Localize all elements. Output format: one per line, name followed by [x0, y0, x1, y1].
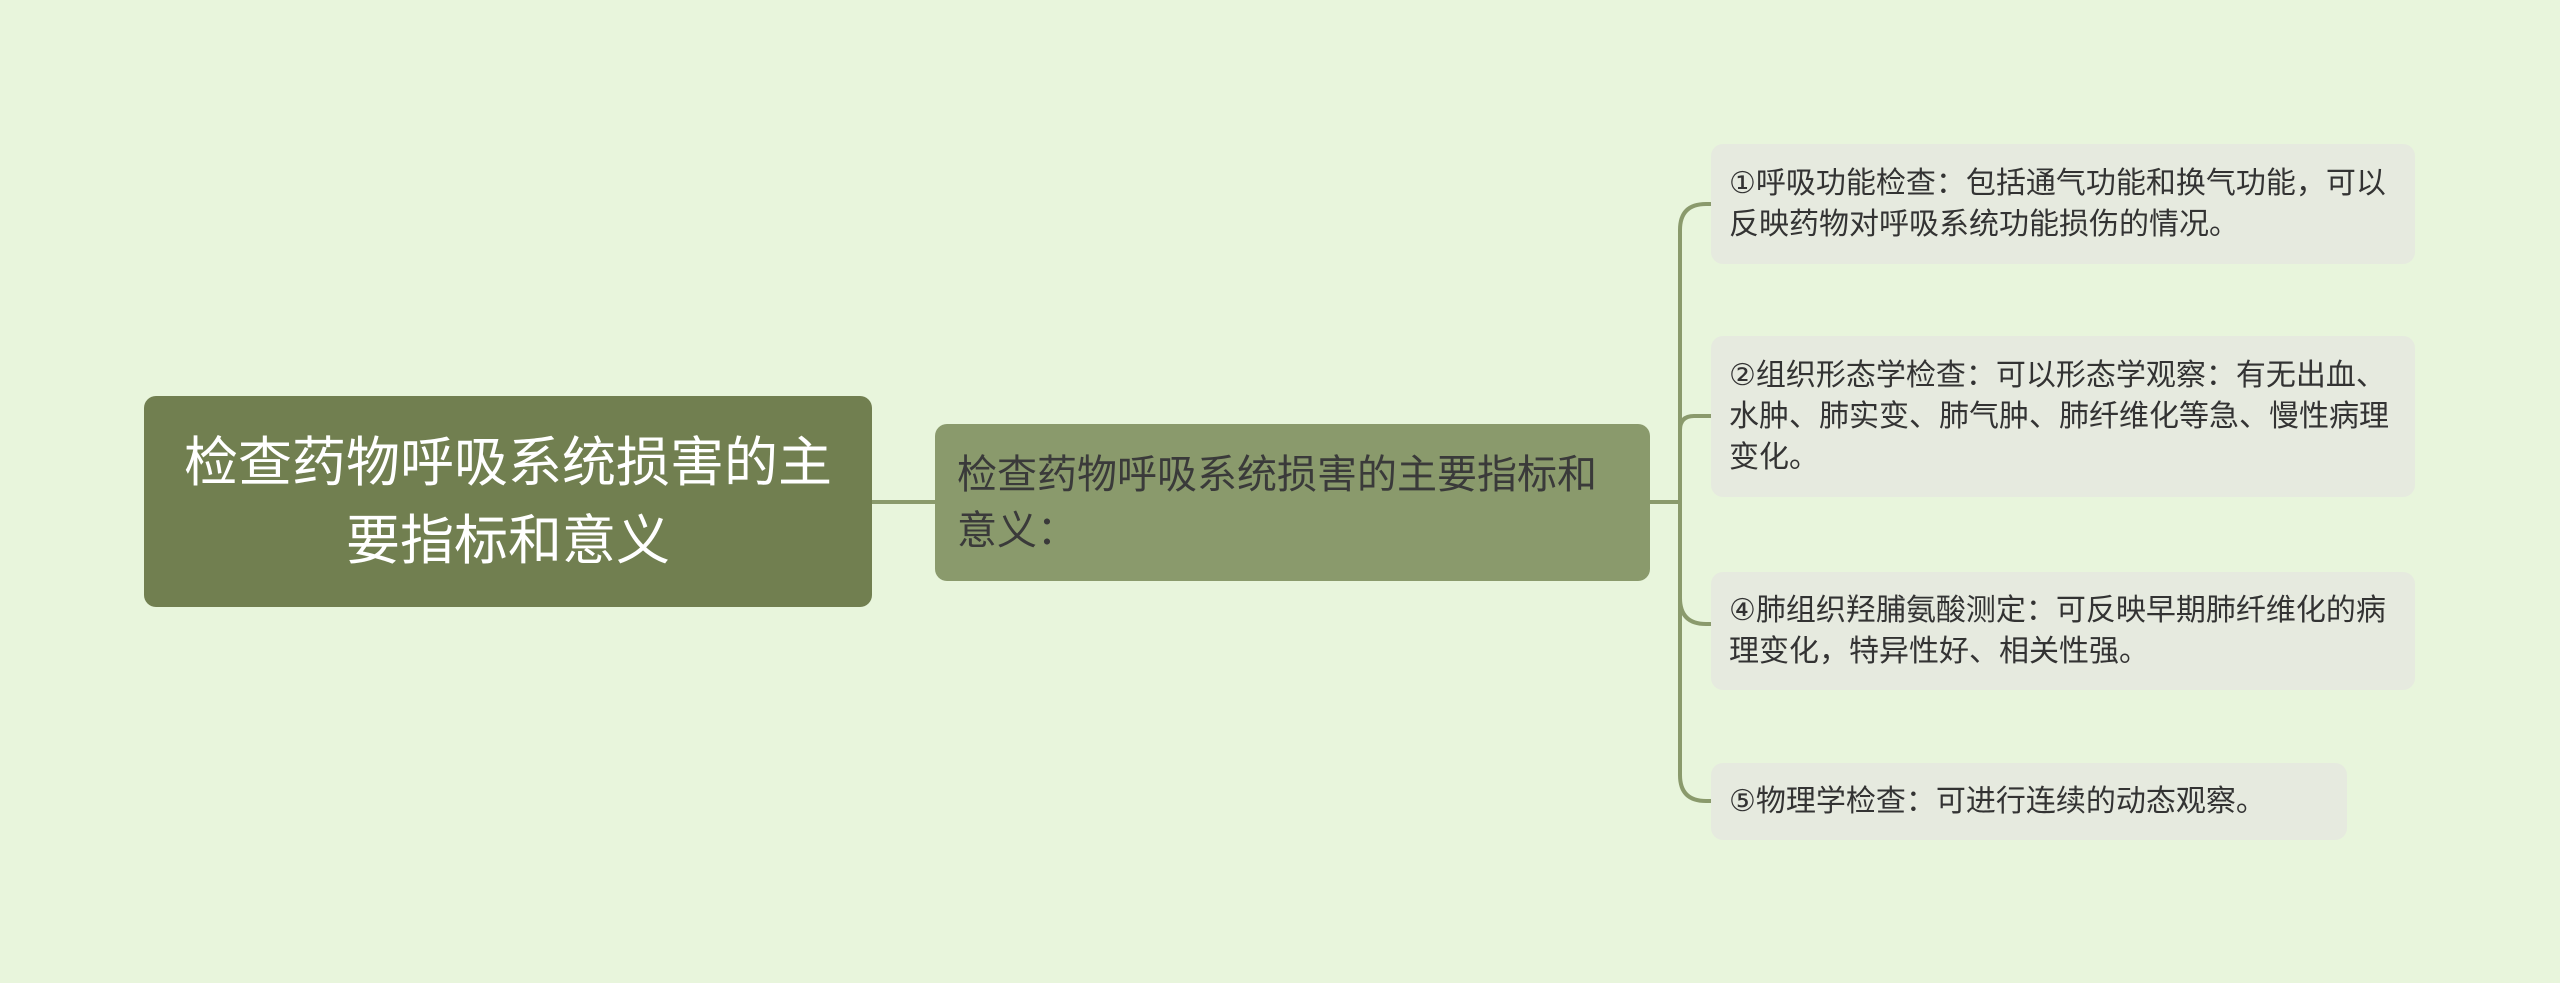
branch-node[interactable]: 检查药物呼吸系统损害的主要指标和意义：: [935, 424, 1650, 581]
leaf-3-connector: [1678, 597, 1711, 626]
leaf-node-hydroxyproline[interactable]: ④肺组织羟脯氨酸测定：可反映早期肺纤维化的病理变化，特异性好、相关性强。: [1711, 572, 2415, 690]
leaf-node-histomorphology[interactable]: ②组织形态学检查：可以形态学观察：有无出血、水肿、肺实变、肺气肿、肺纤维化等急、…: [1711, 336, 2415, 497]
leaf-node-label: ④肺组织羟脯氨酸测定：可反映早期肺纤维化的病理变化，特异性好、相关性强。: [1729, 593, 2386, 669]
leaf-node-label: ②组织形态学检查：可以形态学观察：有无出血、水肿、肺实变、肺气肿、肺纤维化等急、…: [1729, 358, 2389, 475]
branch-node-label: 检查药物呼吸系统损害的主要指标和意义：: [957, 451, 1597, 554]
root-node-label: 检查药物呼吸系统损害的主要指标和意义: [184, 430, 832, 572]
root-node[interactable]: 检查药物呼吸系统损害的主要指标和意义: [144, 396, 872, 607]
leaf-4-connector: [1678, 774, 1711, 803]
leaf-node-label: ①呼吸功能检查：包括通气功能和换气功能，可以反映药物对呼吸系统功能损伤的情况。: [1729, 166, 2386, 242]
leaf-1-connector: [1678, 202, 1711, 231]
leaf-node-physical-exam[interactable]: ⑤物理学检查：可进行连续的动态观察。: [1711, 763, 2347, 840]
leaf-node-label: ⑤物理学检查：可进行连续的动态观察。: [1729, 784, 2266, 819]
leaf-node-respiratory-function[interactable]: ①呼吸功能检查：包括通气功能和换气功能，可以反映药物对呼吸系统功能损伤的情况。: [1711, 144, 2415, 264]
leaf-2-connector: [1678, 414, 1711, 431]
